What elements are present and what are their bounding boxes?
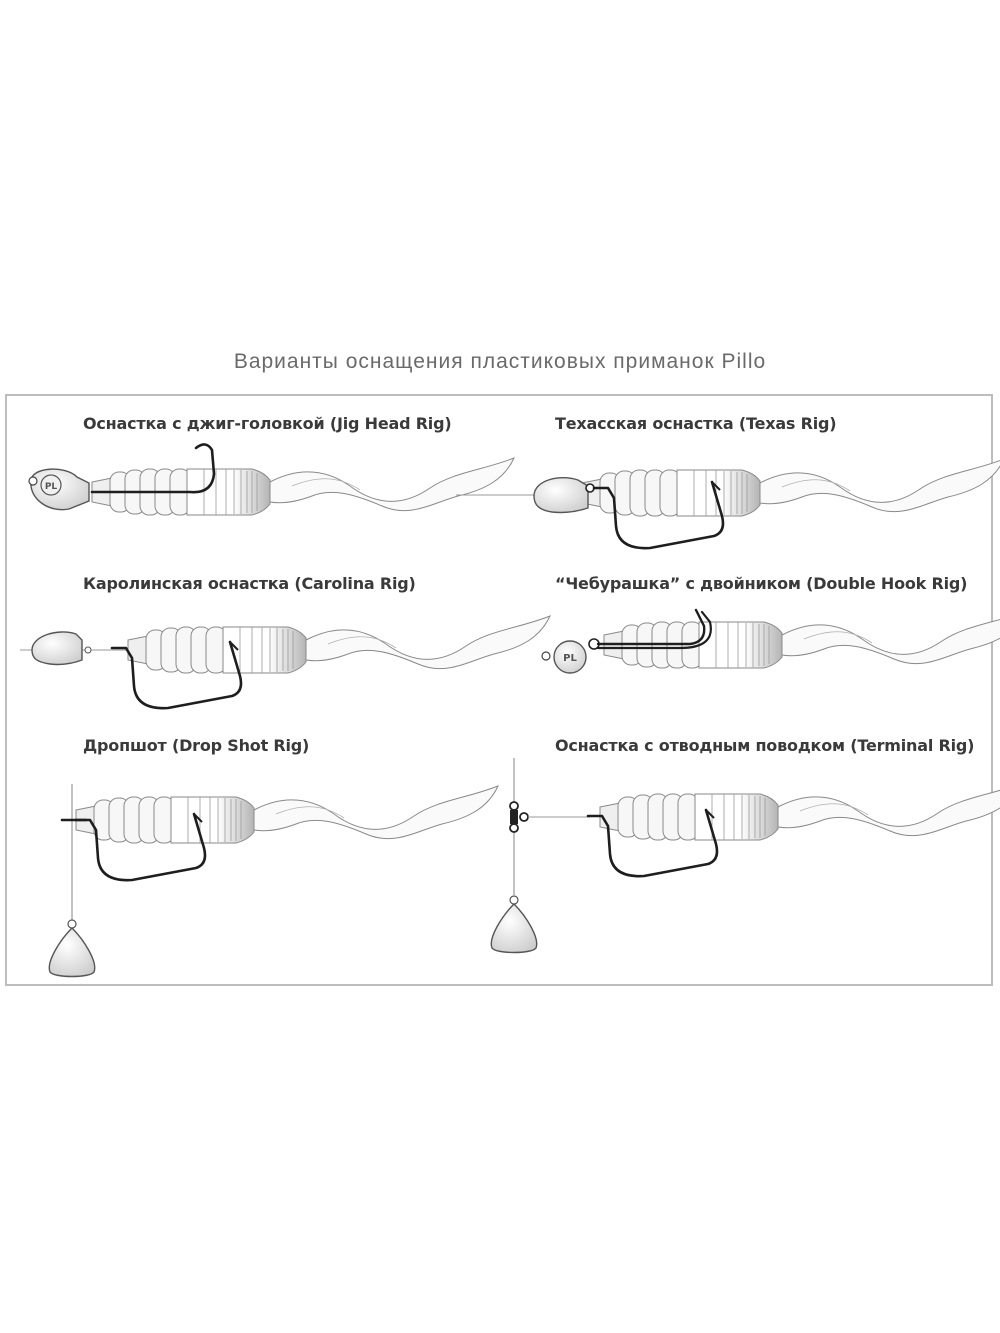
rigs-frame: Оснастка с джиг-головкой (Jig Head Rig) … — [5, 394, 993, 986]
rig-title-texas: Техасская оснастка (Texas Rig) — [555, 414, 837, 433]
rig-title-carolina: Каролинская оснастка (Carolina Rig) — [83, 574, 416, 593]
page-caption: Варианты оснащения пластиковых приманок … — [233, 350, 767, 373]
double-hook-rig: PL — [541, 608, 1000, 674]
rig-title-drop-shot: Дропшот (Drop Shot Rig) — [83, 736, 310, 755]
terminal-rig — [490, 758, 1000, 954]
rig-title-jig-head: Оснастка с джиг-головкой (Jig Head Rig) — [83, 414, 452, 433]
svg-text:PL: PL — [45, 482, 58, 492]
rig-title-double-hook: “Чебурашка” с двойником (Double Hook Rig… — [555, 574, 968, 593]
texas-rig — [533, 458, 1000, 550]
jig-head-rig: PL — [28, 443, 515, 516]
three-way-swivel-icon — [509, 801, 529, 833]
rig-title-terminal: Оснастка с отводным поводком (Terminal R… — [555, 736, 975, 755]
drop-shot-rig — [48, 784, 499, 978]
svg-text:PL: PL — [563, 653, 577, 664]
carolina-rig — [20, 615, 551, 710]
